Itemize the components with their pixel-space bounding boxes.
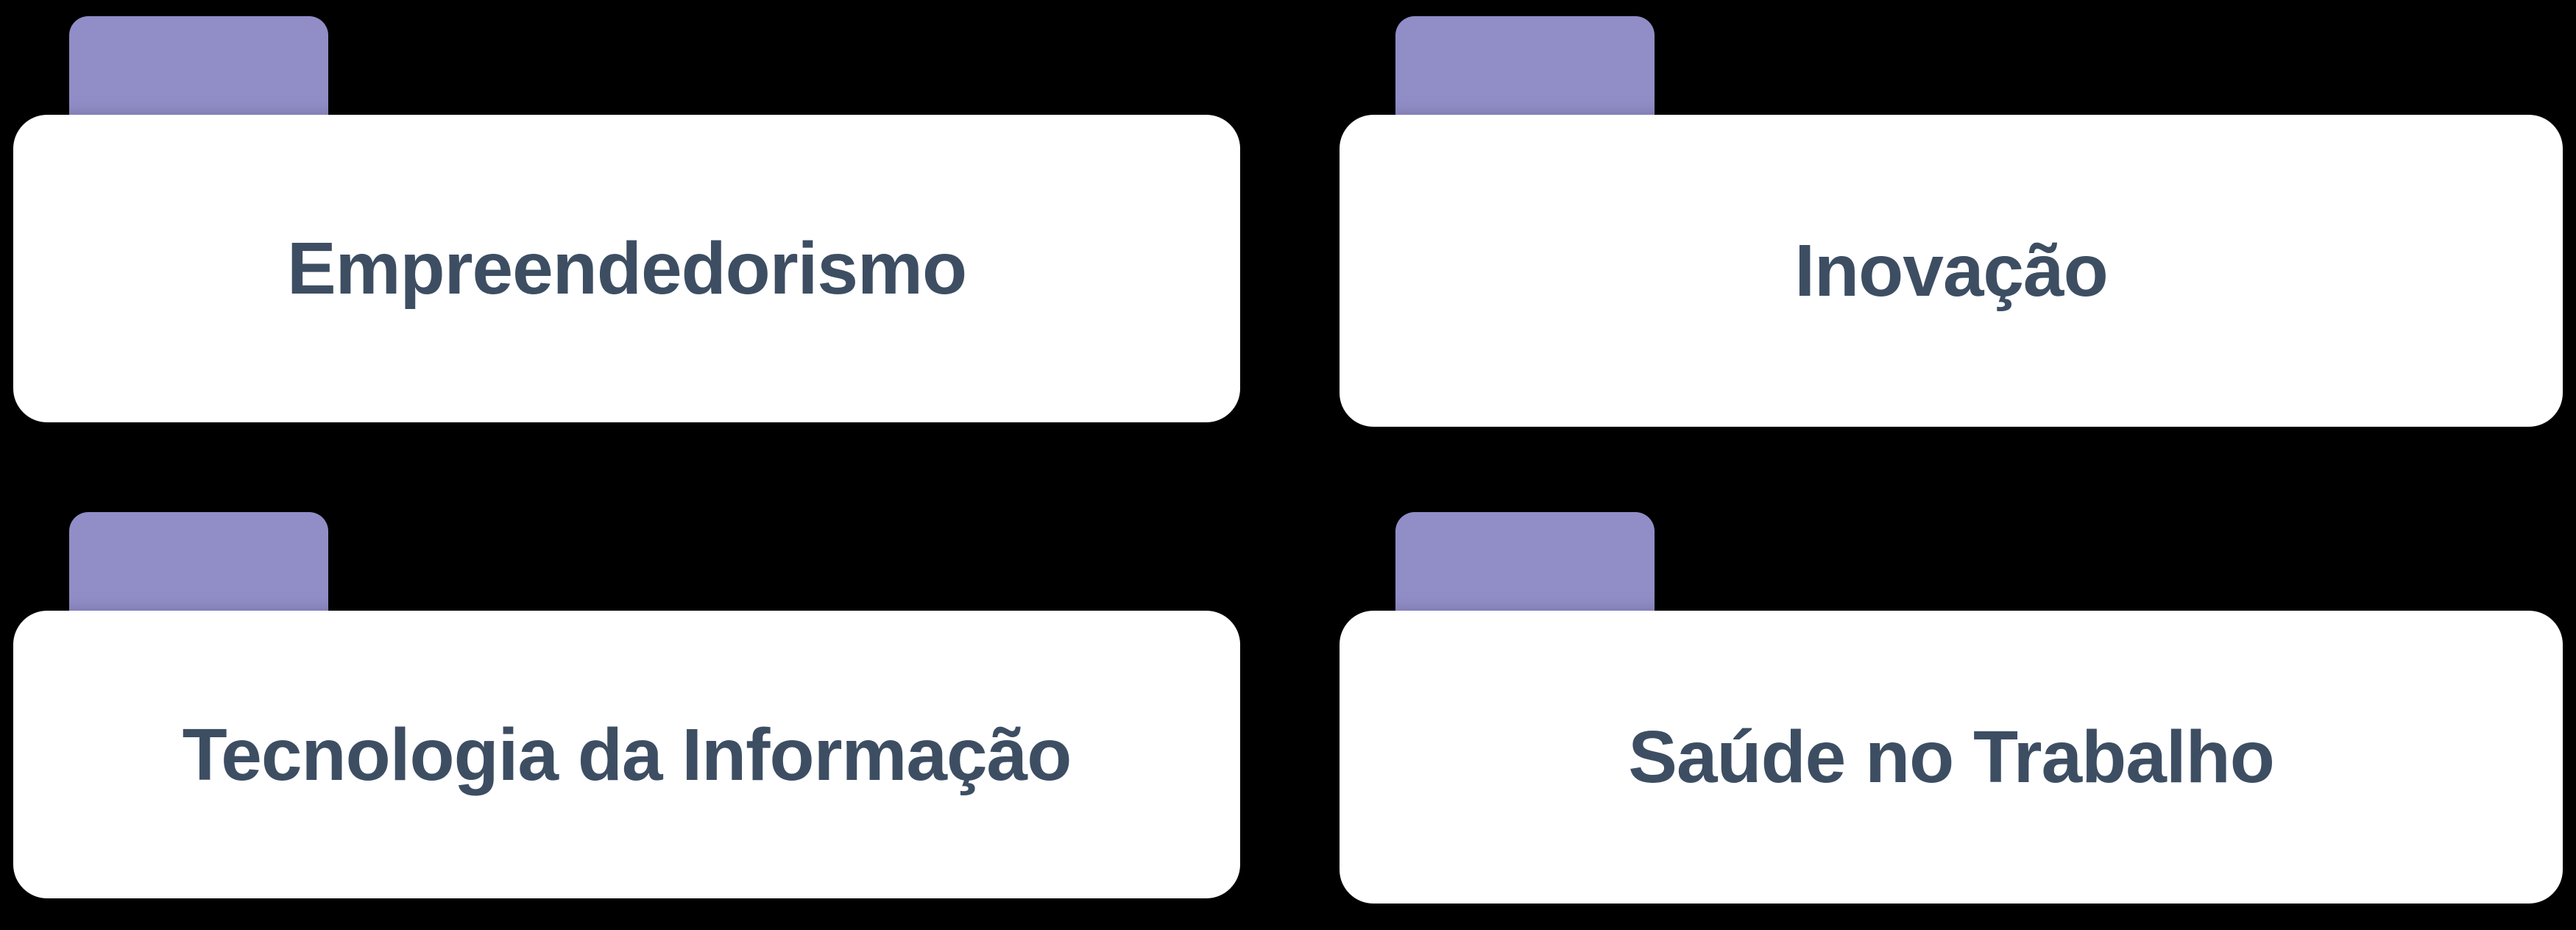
- folder-body: Empreendedorismo: [13, 115, 1240, 422]
- folder-label: Inovação: [1794, 230, 2108, 312]
- folder-label: Saúde no Trabalho: [1628, 716, 2275, 798]
- folder-body: Inovação: [1340, 115, 2563, 427]
- folder-card-saude-no-trabalho[interactable]: Saúde no Trabalho: [1340, 512, 2563, 904]
- folder-body: Tecnologia da Informação: [13, 611, 1240, 898]
- folder-label: Empreendedorismo: [286, 227, 967, 310]
- folder-body: Saúde no Trabalho: [1340, 611, 2563, 904]
- folder-card-empreendedorismo[interactable]: Empreendedorismo: [13, 16, 1240, 422]
- folder-label: Tecnologia da Informação: [182, 713, 1072, 796]
- folder-card-tecnologia-da-informacao[interactable]: Tecnologia da Informação: [13, 512, 1240, 898]
- folder-card-inovacao[interactable]: Inovação: [1340, 16, 2563, 427]
